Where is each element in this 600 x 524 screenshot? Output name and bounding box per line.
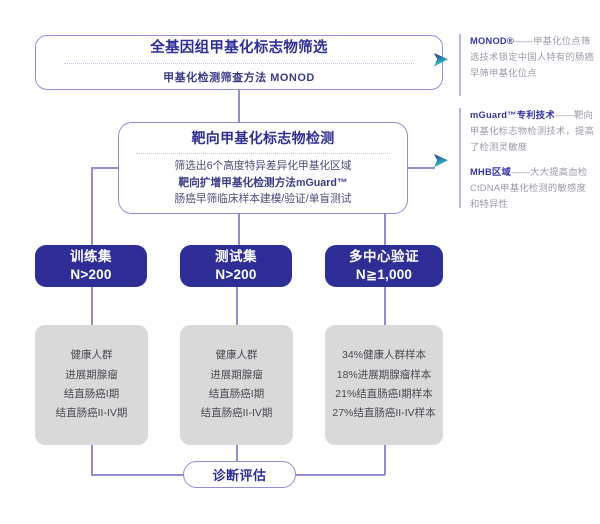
connector-detail-train-down bbox=[91, 445, 93, 475]
detail-line: 18%进展期腺瘤样本 bbox=[336, 368, 432, 381]
box-mid-divider bbox=[136, 153, 390, 155]
connector-detail-test-down bbox=[236, 445, 238, 475]
detail-line: 27%结直肠癌II-IV样本 bbox=[332, 407, 436, 420]
cohort-detail-test-set: 健康人群 进展期腺瘤 结直肠癌I期 结直肠癌II-IV期 bbox=[180, 325, 293, 445]
cohort-size: N>200 bbox=[70, 267, 112, 282]
stage-box-diagnostic-evaluation[interactable]: 诊断评估 bbox=[183, 461, 296, 488]
connector-mid-left-v bbox=[91, 167, 93, 245]
cohort-detail-training-set: 健康人群 进展期腺瘤 结直肠癌I期 结直肠癌II-IV期 bbox=[35, 325, 148, 445]
annotation-text: ——甲基化位点筛选技术锁定中国人特有的肠癌早筛甲基化位点 bbox=[470, 36, 595, 78]
annotation-monod: MONOD®——甲基化位点筛选技术锁定中国人特有的肠癌早筛甲基化位点 bbox=[459, 34, 595, 96]
connector-bottom-spine-left bbox=[91, 474, 185, 476]
connector-train-to-detail bbox=[91, 287, 93, 325]
detail-line: 健康人群 bbox=[70, 349, 113, 362]
annotation-rule bbox=[459, 108, 461, 208]
cohort-box-test-set[interactable]: 测试集 N>200 bbox=[180, 245, 292, 287]
connector-test-to-detail bbox=[236, 287, 238, 325]
annotation-keyword: MONOD® bbox=[470, 36, 514, 46]
connector-detail-multi-down bbox=[384, 445, 386, 475]
box-bottom-label: 诊断评估 bbox=[212, 468, 267, 483]
cohort-name: 多中心验证 bbox=[349, 248, 419, 264]
box-top-divider bbox=[64, 63, 414, 65]
annotation-text: ——靶向甲基化标志物检测技术，提高了检测灵敏度 bbox=[470, 110, 595, 152]
detail-line: 进展期腺瘤 bbox=[65, 368, 118, 381]
box-top-subtitle: 甲基化检测筛查方法 MONOD bbox=[163, 72, 315, 85]
annotation-paragraph: MONOD®——甲基化位点筛选技术锁定中国人特有的肠癌早筛甲基化位点 bbox=[470, 34, 595, 82]
box-top-title: 全基因组甲基化标志物筛选 bbox=[150, 40, 328, 57]
detail-line: 健康人群 bbox=[215, 349, 258, 362]
stage-box-genome-wide-screening[interactable]: 全基因组甲基化标志物筛选 甲基化检测筛查方法 MONOD bbox=[35, 35, 443, 90]
box-mid-line1: 筛选出6个高度特异差异化甲基化区域 bbox=[174, 160, 352, 173]
annotation-mguard-mhb: mGuard™专利技术——靶向甲基化标志物检测技术，提高了检测灵敏度 MHB区域… bbox=[459, 108, 595, 209]
connector-mid-right-h bbox=[407, 167, 435, 169]
detail-line: 结直肠癌II-IV期 bbox=[200, 407, 273, 420]
cohort-box-multicenter-validation[interactable]: 多中心验证 N≧1,000 bbox=[325, 245, 443, 287]
detail-line: 结直肠癌I期 bbox=[208, 388, 265, 400]
cohort-detail-multicenter-validation: 34%健康人群样本 18%进展期腺瘤样本 21%结直肠癌I期样本 27%结直肠癌… bbox=[325, 325, 443, 445]
detail-line: 结直肠癌II-IV期 bbox=[55, 407, 128, 420]
cohort-size: N>200 bbox=[215, 267, 257, 282]
annotation-body: MONOD®——甲基化位点筛选技术锁定中国人特有的肠癌早筛甲基化位点 bbox=[470, 34, 595, 82]
box-mid-line3: 肠癌早筛临床样本建模/验证/单盲测试 bbox=[174, 193, 352, 206]
annotation-body: mGuard™专利技术——靶向甲基化标志物检测技术，提高了检测灵敏度 MHB区域… bbox=[470, 108, 595, 213]
box-mid-title: 靶向甲基化标志物检测 bbox=[191, 130, 335, 147]
detail-line: 34%健康人群样本 bbox=[341, 349, 426, 362]
arrow-right-icon bbox=[434, 154, 448, 168]
connector-mid-down bbox=[238, 214, 240, 245]
connector-bottom-spine-right bbox=[294, 474, 385, 476]
annotation-paragraph: MHB区域——大大提高血检CtDNA甲基化检测的敏感度和特异性 bbox=[470, 165, 595, 213]
detail-line: 21%结直肠癌I期样本 bbox=[335, 388, 433, 400]
cohort-name: 测试集 bbox=[215, 248, 257, 264]
annotation-paragraph: mGuard™专利技术——靶向甲基化标志物检测技术，提高了检测灵敏度 bbox=[470, 108, 595, 156]
connector-mid-left-h bbox=[91, 167, 119, 169]
annotation-rule bbox=[459, 34, 461, 96]
detail-line: 结直肠癌I期 bbox=[63, 388, 120, 400]
connector-top-to-mid bbox=[238, 90, 240, 122]
arrow-right-icon bbox=[434, 53, 448, 67]
detail-line: 进展期腺瘤 bbox=[210, 368, 263, 381]
cohort-name: 训练集 bbox=[70, 248, 112, 264]
stage-box-targeted-marker-detection[interactable]: 靶向甲基化标志物检测 筛选出6个高度特异差异化甲基化区域 靶向扩增甲基化检测方法… bbox=[118, 122, 408, 214]
connector-multi-to-detail bbox=[384, 287, 386, 325]
box-mid-line2: 靶向扩增甲基化检测方法mGuard™ bbox=[178, 176, 348, 189]
annotation-keyword: MHB区域 bbox=[470, 166, 512, 177]
annotation-keyword: mGuard™专利技术 bbox=[470, 110, 555, 120]
annotation-text: ——大大提高血检CtDNA甲基化检测的敏感度和特异性 bbox=[470, 166, 588, 209]
cohort-box-training-set[interactable]: 训练集 N>200 bbox=[35, 245, 147, 287]
cohort-size: N≧1,000 bbox=[355, 267, 413, 282]
